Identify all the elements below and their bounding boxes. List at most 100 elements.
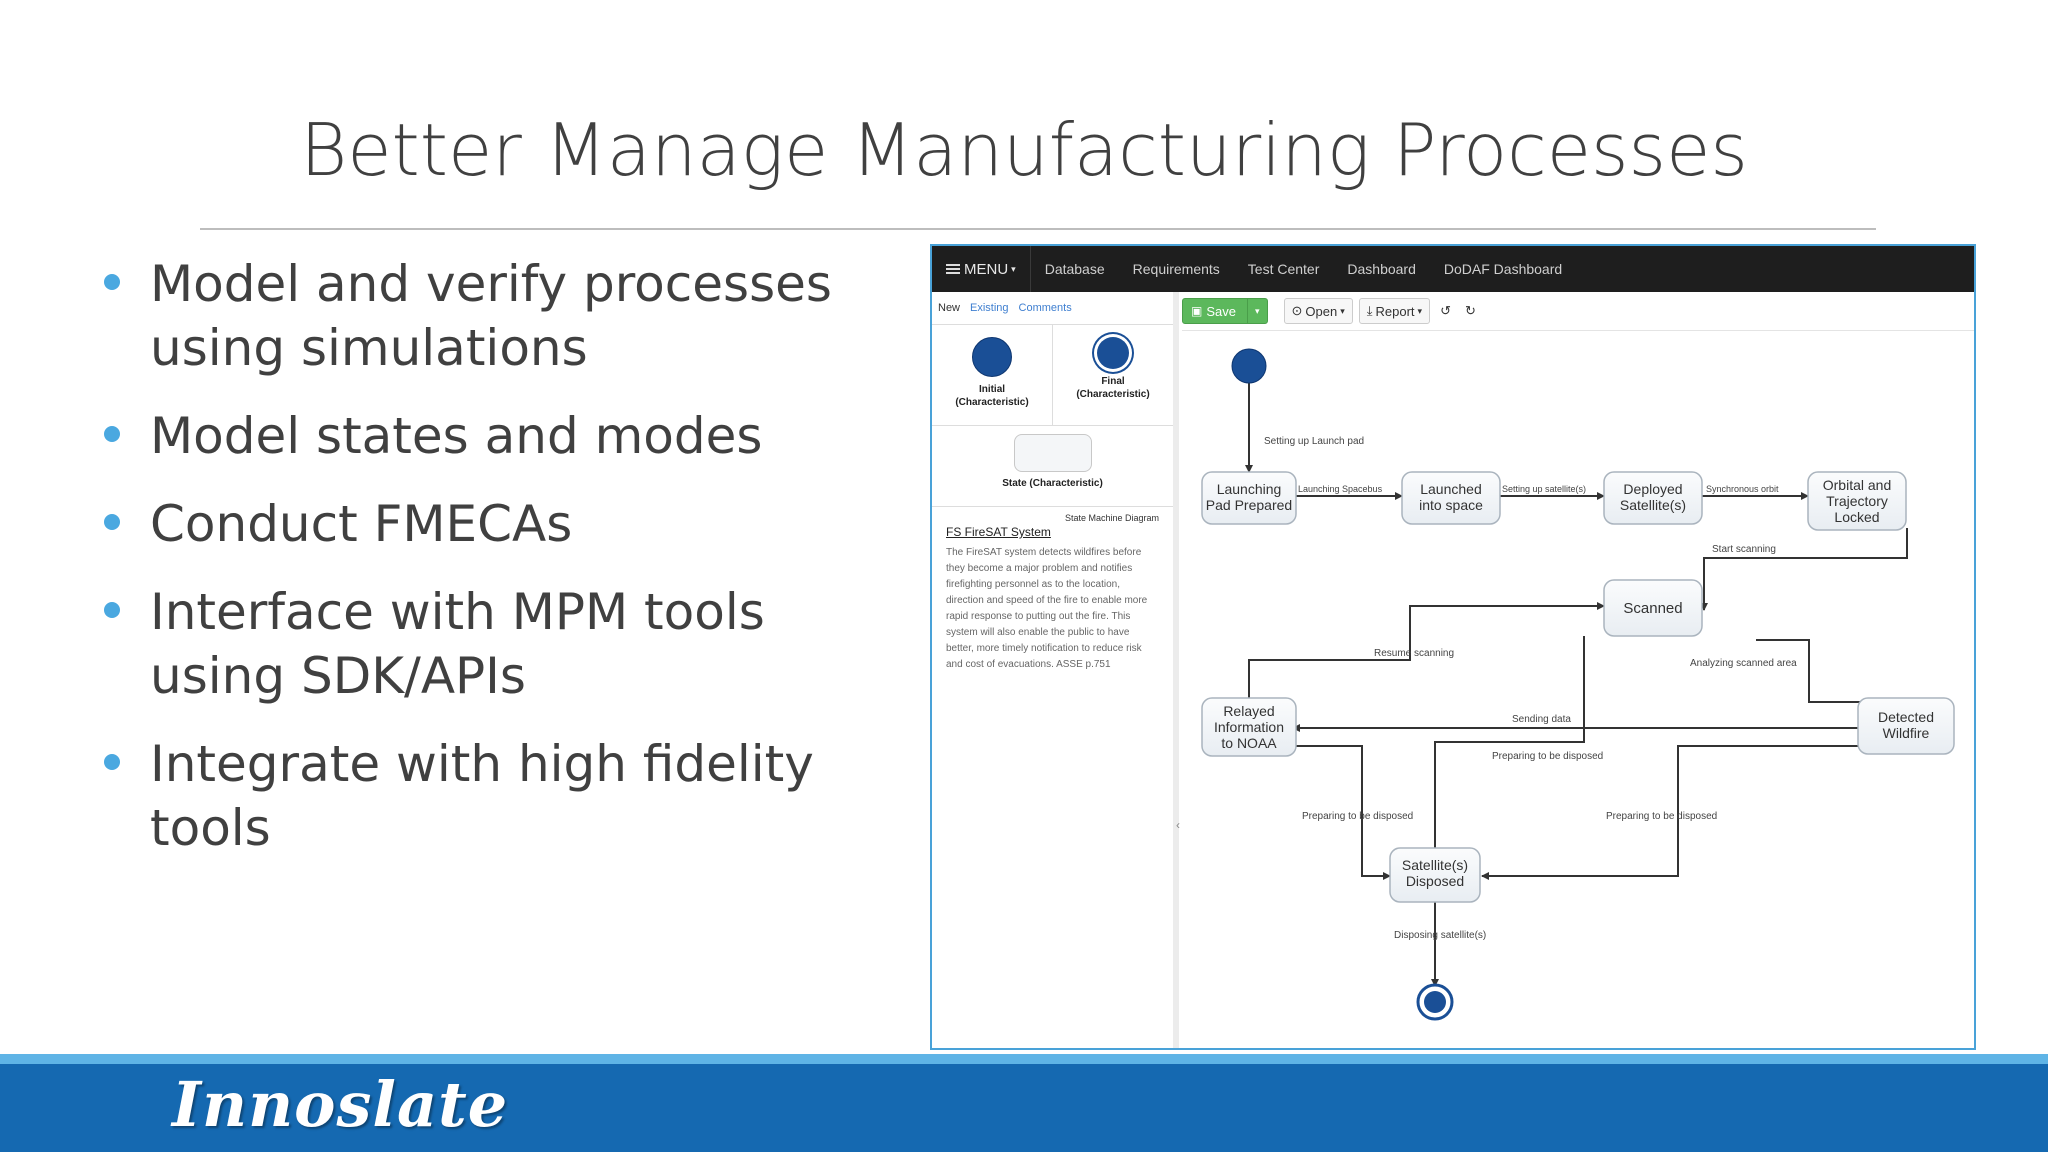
open-button[interactable]: ⊙ Open ▾ bbox=[1283, 298, 1353, 324]
state-label: Disposed bbox=[1406, 873, 1464, 889]
save-label: Save bbox=[1206, 303, 1236, 319]
transition-label: Launching Spacebus bbox=[1298, 484, 1383, 494]
bullet-text: Conduct FMECAs bbox=[150, 495, 573, 553]
state-label: Orbital and bbox=[1823, 477, 1891, 493]
undo-button[interactable]: ↺ bbox=[1436, 298, 1455, 324]
entity-link[interactable]: FS FireSAT System bbox=[946, 525, 1051, 539]
state-orbital-trajectory-locked[interactable]: Orbital and Trajectory Locked bbox=[1807, 471, 1907, 531]
tab-new[interactable]: New bbox=[938, 302, 961, 314]
bullet-item: Model and verify processes using simulat… bbox=[100, 252, 880, 380]
bullet-icon bbox=[104, 514, 120, 530]
slide-title: Better Manage Manufacturing Processes bbox=[300, 108, 1748, 192]
bullet-text: Integrate with high fidelity tools bbox=[150, 735, 814, 857]
palette-state[interactable]: State (Characteristic) bbox=[932, 434, 1173, 507]
state-label: into space bbox=[1419, 497, 1483, 513]
state-satellites-disposed[interactable]: Satellite(s) Disposed bbox=[1389, 847, 1481, 903]
state-label: Relayed bbox=[1223, 703, 1274, 719]
nav-requirements[interactable]: Requirements bbox=[1132, 261, 1220, 277]
state-deployed-satellites[interactable]: Deployed Satellite(s) bbox=[1603, 471, 1703, 525]
state-label: Locked bbox=[1834, 509, 1879, 525]
edge-prep-dispose-center bbox=[1431, 636, 1585, 862]
state-label: Trajectory bbox=[1826, 493, 1888, 509]
app-screenshot: MENU ▾ Database Requirements Test Center… bbox=[930, 244, 1976, 1050]
palette: Initial (Characteristic) Final (Characte… bbox=[932, 325, 1173, 426]
state-label: State (Characteristic) bbox=[1002, 478, 1103, 489]
tab-existing[interactable]: Existing bbox=[970, 302, 1009, 314]
transition-label: Preparing to be disposed bbox=[1492, 751, 1603, 762]
state-label: Launched bbox=[1420, 481, 1482, 497]
state-label: to NOAA bbox=[1221, 735, 1277, 751]
redo-icon: ↻ bbox=[1464, 303, 1476, 318]
state-launching-pad-prepared[interactable]: Launching Pad Prepared bbox=[1201, 471, 1297, 525]
diagram-type-label: State Machine Diagram bbox=[1064, 513, 1159, 523]
bullet-item: Integrate with high fidelity tools bbox=[100, 732, 880, 860]
title-divider bbox=[200, 228, 1876, 230]
initial-sublabel: (Characteristic) bbox=[955, 397, 1029, 408]
transition-label: Resume scanning bbox=[1374, 648, 1454, 659]
save-dropdown-icon[interactable]: ▾ bbox=[1246, 299, 1267, 323]
state-label: Scanned bbox=[1623, 600, 1682, 617]
nav-dodaf-dashboard[interactable]: DoDAF Dashboard bbox=[1443, 261, 1563, 277]
redo-button[interactable]: ↻ bbox=[1461, 298, 1480, 324]
footer-bar: Innoslate bbox=[0, 1054, 2048, 1152]
state-launched-into-space[interactable]: Launched into space bbox=[1401, 471, 1501, 525]
diagram-canvas[interactable]: Launching Pad Prepared Launched into spa… bbox=[1182, 330, 1974, 1048]
edge-start-scanning bbox=[1700, 528, 1908, 611]
palette-initial[interactable]: Initial (Characteristic) bbox=[932, 325, 1052, 425]
sidebar: New Existing Comments Initial (Character… bbox=[932, 292, 1179, 1048]
state-relayed-information[interactable]: Relayed Information to NOAA bbox=[1201, 697, 1297, 757]
transition-label: Setting up Launch pad bbox=[1264, 436, 1364, 447]
tab-comments[interactable]: Comments bbox=[1018, 302, 1072, 314]
save-icon: ▣ bbox=[1191, 304, 1203, 318]
diagram-toolbar: ▣Save ▾ ⊙ Open ▾ ⤓ Report ▾ ↺ ↻ bbox=[1182, 292, 1974, 331]
hamburger-icon bbox=[946, 264, 960, 274]
undo-icon: ↺ bbox=[1440, 303, 1451, 318]
state-label: Detected bbox=[1878, 709, 1934, 725]
bullet-list: Model and verify processes using simulat… bbox=[100, 252, 880, 884]
nav-test-center[interactable]: Test Center bbox=[1247, 261, 1320, 277]
caret-down-icon: ▾ bbox=[1417, 305, 1423, 316]
caret-down-icon: ▾ bbox=[1011, 263, 1016, 274]
state-label: Pad Prepared bbox=[1206, 497, 1292, 513]
state-scanned[interactable]: Scanned bbox=[1603, 579, 1703, 637]
bullet-icon bbox=[104, 602, 120, 618]
save-button[interactable]: ▣Save ▾ bbox=[1182, 298, 1268, 324]
bullet-text: Model and verify processes using simulat… bbox=[150, 255, 832, 377]
bullet-text: Interface with MPM tools using SDK/APIs bbox=[150, 583, 765, 705]
final-state-node[interactable] bbox=[1416, 983, 1454, 1021]
innoslate-logo: Innoslate bbox=[172, 1068, 509, 1141]
transition-label: Preparing to be disposed bbox=[1302, 811, 1413, 822]
bullet-item: Model states and modes bbox=[100, 404, 880, 468]
edge-analyzing bbox=[1756, 639, 1905, 706]
report-label: Report bbox=[1375, 303, 1415, 319]
transition-label: Synchronous orbit bbox=[1706, 484, 1779, 494]
transition-label: Disposing satellite(s) bbox=[1394, 930, 1486, 941]
open-label: Open bbox=[1305, 303, 1338, 319]
menu-button[interactable]: MENU ▾ bbox=[932, 246, 1031, 292]
transition-label: Start scanning bbox=[1712, 544, 1776, 555]
entity-description: The FireSAT system detects wildfires bef… bbox=[946, 547, 1148, 670]
nav-database[interactable]: Database bbox=[1044, 261, 1105, 277]
state-label: Satellite(s) bbox=[1620, 497, 1686, 513]
state-label: Satellite(s) bbox=[1402, 857, 1468, 873]
state-detected-wildfire[interactable]: Detected Wildfire bbox=[1857, 697, 1955, 755]
bullet-icon bbox=[104, 754, 120, 770]
state-label: Information bbox=[1214, 719, 1284, 735]
final-label: Final bbox=[1101, 376, 1125, 387]
bullet-icon bbox=[104, 426, 120, 442]
download-icon: ⤓ bbox=[1366, 303, 1373, 318]
report-button[interactable]: ⤓ Report ▾ bbox=[1358, 298, 1431, 324]
initial-state-node[interactable] bbox=[1231, 348, 1267, 384]
edge-prep-dispose-right bbox=[1481, 745, 1948, 880]
collapse-sidebar-icon[interactable]: ‹ bbox=[1176, 818, 1180, 832]
initial-label: Initial bbox=[978, 384, 1006, 395]
palette-final[interactable]: Final (Characteristic) bbox=[1052, 325, 1173, 425]
menu-label: MENU bbox=[964, 260, 1009, 278]
state-label: Wildfire bbox=[1883, 725, 1930, 741]
state-machine-diagram: Launching Pad Prepared Launched into spa… bbox=[1201, 348, 1955, 1021]
initial-state-icon bbox=[972, 337, 1012, 377]
final-sublabel: (Characteristic) bbox=[1076, 389, 1150, 400]
final-state-icon bbox=[1097, 337, 1129, 369]
nav-dashboard[interactable]: Dashboard bbox=[1347, 261, 1416, 277]
bullet-item: Interface with MPM tools using SDK/APIs bbox=[100, 580, 880, 708]
